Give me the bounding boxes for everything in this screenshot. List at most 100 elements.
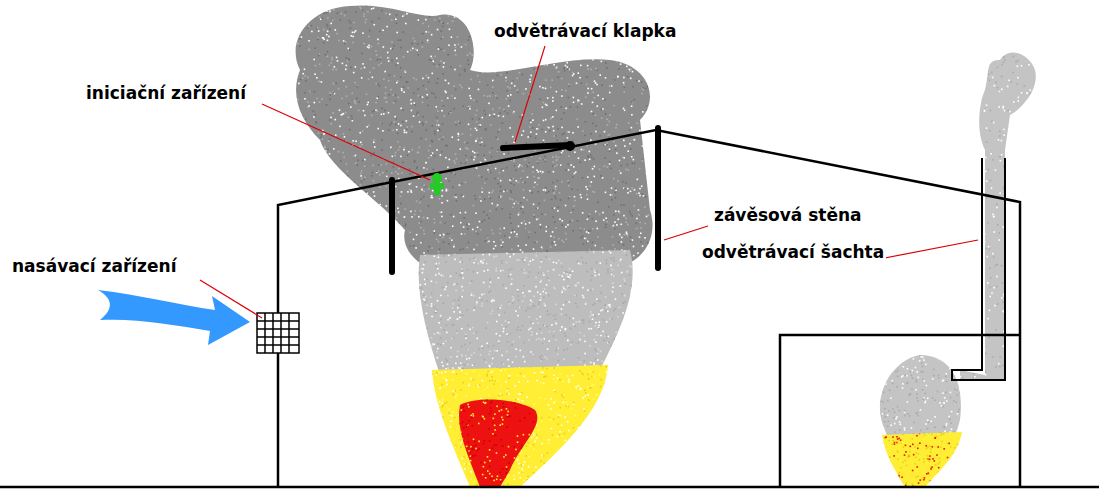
speckle xyxy=(565,226,567,228)
speckle xyxy=(647,48,649,50)
speckle xyxy=(294,242,296,244)
speckle xyxy=(521,222,523,224)
speckle xyxy=(595,82,597,84)
speckle xyxy=(465,182,467,184)
speckle xyxy=(453,85,455,87)
speckle xyxy=(318,30,320,32)
speckle xyxy=(294,197,296,199)
speckle xyxy=(453,244,455,246)
speckle xyxy=(484,240,486,242)
speckle xyxy=(322,10,324,12)
speckle xyxy=(636,218,638,220)
speckle xyxy=(619,160,621,162)
speckle xyxy=(468,39,470,41)
speckle xyxy=(433,230,435,232)
speckle xyxy=(613,178,615,180)
speckle xyxy=(432,141,434,143)
speckle xyxy=(503,170,505,172)
speckle xyxy=(488,7,490,9)
speckle xyxy=(416,113,418,115)
speckle xyxy=(365,19,367,21)
speckle xyxy=(533,119,535,121)
speckle xyxy=(492,86,494,88)
speckle xyxy=(410,173,412,175)
speckle xyxy=(568,169,570,171)
speckle xyxy=(334,66,336,68)
speckle xyxy=(395,101,397,103)
speckle xyxy=(534,9,536,11)
speckle xyxy=(610,18,612,20)
speckle xyxy=(387,52,389,54)
speckle xyxy=(307,271,309,273)
speckle xyxy=(333,9,335,11)
speckle xyxy=(486,54,488,56)
speckle xyxy=(299,38,301,40)
speckle xyxy=(481,137,483,139)
speckle xyxy=(321,81,323,83)
speckle xyxy=(380,164,382,166)
speckle xyxy=(578,59,580,61)
speckle xyxy=(594,176,596,178)
speckle xyxy=(620,224,622,226)
speckle xyxy=(428,77,430,79)
speckle xyxy=(316,260,318,262)
speckle xyxy=(497,149,499,151)
speckle xyxy=(394,117,396,119)
speckle xyxy=(374,254,376,256)
speckle xyxy=(365,195,367,197)
speckle xyxy=(572,220,574,222)
speckle xyxy=(292,156,294,158)
speckle xyxy=(487,237,489,239)
speckle xyxy=(372,212,374,214)
speckle xyxy=(570,43,572,45)
speckle xyxy=(340,177,342,179)
speckle xyxy=(599,213,601,215)
speckle xyxy=(645,88,647,90)
speckle xyxy=(563,241,565,243)
speckle xyxy=(351,115,353,117)
speckle xyxy=(646,105,648,107)
speckle xyxy=(606,143,608,145)
speckle xyxy=(412,38,414,40)
speckle xyxy=(582,130,584,132)
speckle xyxy=(449,13,451,15)
speckle xyxy=(298,253,300,255)
speckle xyxy=(425,162,427,164)
speckle xyxy=(457,36,459,38)
speckle xyxy=(463,196,465,198)
speckle xyxy=(587,65,589,67)
speckle xyxy=(462,0,464,2)
speckle xyxy=(381,149,383,151)
speckle xyxy=(413,77,415,79)
speckle xyxy=(407,154,409,156)
speckle xyxy=(578,100,580,102)
speckle xyxy=(634,205,636,207)
speckle xyxy=(350,67,352,69)
speckle xyxy=(529,120,531,122)
speckle xyxy=(413,102,415,104)
speckle xyxy=(586,242,588,244)
speckle xyxy=(361,77,363,79)
speckle xyxy=(455,89,457,91)
speckle xyxy=(396,185,398,187)
speckle xyxy=(475,198,477,200)
speckle xyxy=(626,66,628,68)
speckle xyxy=(455,194,457,196)
speckle xyxy=(591,111,593,113)
speckle xyxy=(290,269,292,271)
speckle xyxy=(658,57,660,59)
speckle xyxy=(367,278,369,280)
speckle xyxy=(476,110,478,112)
speckle xyxy=(464,70,466,72)
speckle xyxy=(627,188,629,190)
speckle xyxy=(310,18,312,20)
speckle xyxy=(398,223,400,225)
speckle xyxy=(489,95,491,97)
speckle xyxy=(489,95,491,97)
speckle xyxy=(455,196,457,198)
speckle xyxy=(507,95,509,97)
speckle xyxy=(292,238,294,240)
speckle xyxy=(400,39,402,41)
speckle xyxy=(665,217,667,219)
speckle xyxy=(639,188,641,190)
